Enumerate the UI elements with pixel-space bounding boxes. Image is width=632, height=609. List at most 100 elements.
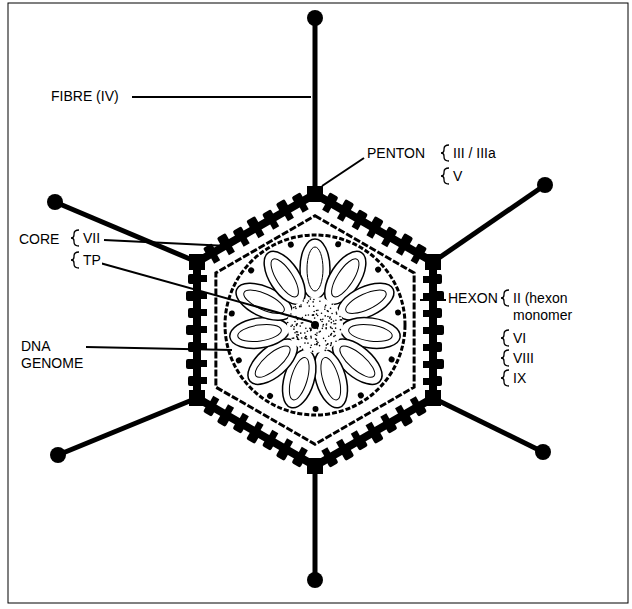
dna-loop xyxy=(343,285,390,318)
fibre-knob xyxy=(47,194,63,210)
dna-loop xyxy=(348,322,394,344)
hexon-capsomer xyxy=(262,209,276,223)
hexon-capsomer xyxy=(384,420,398,434)
hexon-capsomer xyxy=(336,439,346,449)
brace xyxy=(441,145,449,161)
hexon-capsomer xyxy=(384,226,398,240)
stipple xyxy=(324,306,326,308)
core xyxy=(225,235,405,415)
penton-base xyxy=(425,254,441,270)
dna-loop xyxy=(266,255,303,301)
stipple xyxy=(293,337,295,339)
hexon-capsomer xyxy=(423,344,430,351)
hexon-capsomer xyxy=(325,192,339,206)
stipple xyxy=(330,326,332,328)
stipple xyxy=(308,314,310,316)
hexon-capsomer xyxy=(200,326,207,333)
stipple xyxy=(330,345,332,347)
hexon-capsomer xyxy=(284,212,294,222)
hexon-capsomer xyxy=(341,447,355,461)
hexon-capsomer xyxy=(325,454,339,468)
stipple xyxy=(333,336,335,338)
hexon-capsomer xyxy=(186,291,196,301)
stipple xyxy=(330,343,332,345)
stipple xyxy=(317,342,319,344)
hexon-capsomer xyxy=(337,212,347,222)
hexon-capsomer xyxy=(188,274,198,284)
stipple xyxy=(310,344,312,346)
part-label: FIBRE (IV) xyxy=(50,88,120,105)
stipple xyxy=(325,344,327,346)
stipple xyxy=(327,310,329,312)
brace xyxy=(71,252,79,268)
hexon-capsomer xyxy=(217,413,231,427)
stipple xyxy=(296,337,298,339)
hexon-capsomer xyxy=(341,199,355,213)
stipple xyxy=(324,350,326,352)
stipple xyxy=(325,327,327,329)
stipple xyxy=(290,325,292,327)
stipple xyxy=(336,313,338,315)
protein-vii xyxy=(374,265,382,273)
stipple xyxy=(320,319,322,321)
capsomers xyxy=(186,186,444,474)
stipple xyxy=(290,313,292,315)
hexon-capsomer xyxy=(423,293,430,300)
stipple xyxy=(322,328,324,330)
stipple xyxy=(310,337,312,339)
hexon-capsomer xyxy=(186,325,196,335)
hexon-capsomer xyxy=(188,376,198,386)
hexon-capsomer xyxy=(395,405,405,415)
hexon-capsomer xyxy=(255,229,265,239)
fibre-knob xyxy=(307,10,323,26)
stipple xyxy=(304,338,306,340)
stipple xyxy=(313,305,315,307)
hexon-capsomer xyxy=(240,237,250,247)
stipple xyxy=(316,343,318,345)
stipple xyxy=(336,312,338,314)
stipple xyxy=(319,345,321,347)
part-label: PENTON xyxy=(366,145,426,162)
stipple xyxy=(310,336,312,338)
stipple xyxy=(314,344,316,346)
stipple xyxy=(316,332,318,334)
stipple xyxy=(315,339,317,341)
brace xyxy=(71,230,79,246)
protein-vii xyxy=(247,266,255,274)
stipple xyxy=(308,305,310,307)
stipple xyxy=(324,308,326,310)
hexon-capsomer xyxy=(432,376,442,386)
stipple xyxy=(308,300,310,302)
stipple xyxy=(312,351,314,353)
stipple xyxy=(323,324,325,326)
stipple xyxy=(294,332,296,334)
stipple xyxy=(296,325,298,327)
penton-base xyxy=(189,390,205,406)
stipple xyxy=(333,320,335,322)
hexon-capsomer xyxy=(370,216,384,230)
stipple xyxy=(310,330,312,332)
stipple xyxy=(319,300,321,302)
stipple xyxy=(327,311,329,313)
part-label: HEXON xyxy=(447,290,499,307)
brace xyxy=(501,330,509,346)
stipple xyxy=(307,302,309,304)
hexon-capsomer xyxy=(434,359,444,369)
stipple xyxy=(331,328,333,330)
hexon-capsomer xyxy=(366,422,376,432)
core-centre xyxy=(287,297,343,353)
penton-base xyxy=(307,186,323,202)
stipple xyxy=(331,318,333,320)
protein-number: II (hexon monomer xyxy=(512,290,614,324)
protein-vii xyxy=(334,241,341,248)
stipple xyxy=(301,322,303,324)
stipple xyxy=(318,331,320,333)
stipple xyxy=(331,303,333,305)
stipple xyxy=(327,316,329,318)
stipple xyxy=(321,321,323,323)
hexon-capsomer xyxy=(423,378,430,385)
stipple xyxy=(306,338,308,340)
stipple xyxy=(303,300,305,302)
fibre-shaft xyxy=(313,18,318,194)
protein-vii xyxy=(313,406,319,412)
